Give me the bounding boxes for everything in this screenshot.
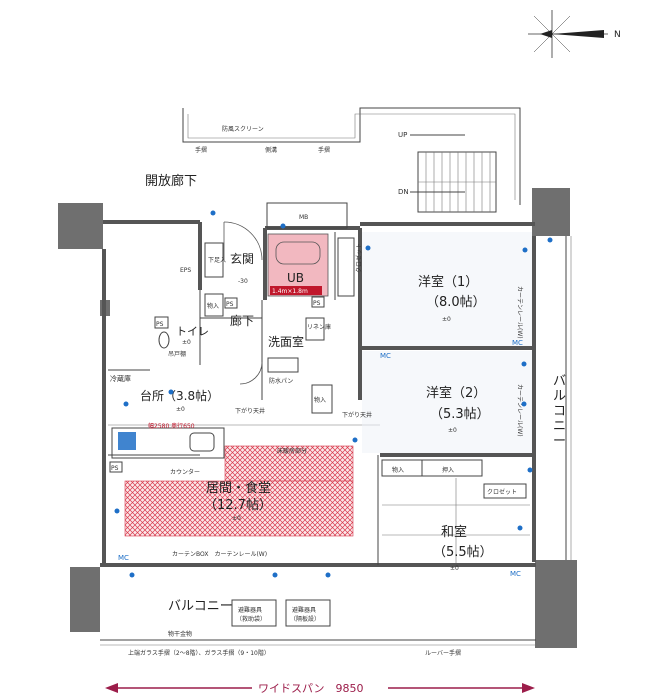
toilet-dim-label: ±0 xyxy=(182,339,191,346)
fridge-label: 冷蔵庫 xyxy=(110,374,131,383)
hallway-label: 廊下 xyxy=(230,313,254,328)
mc-label-4: MC xyxy=(510,570,521,578)
counter-label: カウンター xyxy=(170,468,200,476)
stair-down-label: DN xyxy=(398,188,409,196)
ps-4-label: PS xyxy=(111,465,119,472)
washitsu-size-label: （5.5帖） xyxy=(433,545,493,560)
compass-icon: N xyxy=(528,10,621,58)
curtain-box-label: カーテンBOX カーテンレール(W) xyxy=(172,551,267,558)
mc-label-1: MC xyxy=(118,554,129,562)
escape-device-1-sub: （救助袋） xyxy=(236,615,266,623)
ldk-dim-label: ±0 xyxy=(232,515,241,522)
kitchen-label: 台所（3.8帖） xyxy=(140,388,219,403)
louver-label: ルーバー手摺 xyxy=(425,649,461,657)
handrail-label-2: 手摺 xyxy=(318,146,330,154)
washitsu-dim-label: ±0 xyxy=(450,565,459,572)
escape-device-1-label: 避難器具 xyxy=(238,606,262,614)
floor-heat-label: 床暖房部分 xyxy=(277,447,307,455)
ps-2-label: PS xyxy=(226,301,234,308)
staircase: UP DN xyxy=(398,131,497,213)
storage-washroom-label: 物入 xyxy=(314,396,326,404)
walls xyxy=(58,188,577,648)
entrance-area: 下足入 玄関 -30 物入 xyxy=(204,221,263,317)
room-2-size-label: （5.3帖） xyxy=(430,407,490,422)
glass-rail-label: 上端ガラス手摺（2～8階）、ガラス手摺（9・10階） xyxy=(128,649,270,657)
balcony-right-area: バルコニー xyxy=(553,236,572,560)
ldk-label: 居間・食堂 xyxy=(206,480,271,496)
genkan-label: 玄関 xyxy=(230,251,254,266)
mb-label: MB xyxy=(299,214,308,221)
wash-pan-label: 防水パン xyxy=(269,377,293,385)
ldk-size-label: （12.7帖） xyxy=(204,498,272,513)
laundry-label: 物干金物 xyxy=(168,630,192,638)
oshiire-label: 押入 xyxy=(442,466,454,474)
room-1-area: 洋室（1） （8.0帖） ±0 MC カーテンレール(W) xyxy=(362,232,532,347)
closet-vertical-label: クロゼット xyxy=(355,243,363,273)
balcony-bottom-label: バルコニー xyxy=(168,599,233,614)
room-2-area: 洋室（2） （5.3帖） ±0 MC カーテンレール(W) 下がり天井 xyxy=(342,351,532,453)
closet-washitsu-label: クロゼット xyxy=(487,488,517,496)
sagari-label-1: 下がり天井 xyxy=(235,407,265,415)
curtain-rail-1-label: カーテンレール(W) xyxy=(516,286,523,339)
balcony-right-label: バルコニー xyxy=(553,374,566,449)
kitchen-info-label: 幅2580 奥行650 xyxy=(148,422,195,430)
escape-device-2-label: 避難器具 xyxy=(292,606,316,614)
escape-device-2-sub: （隔板設） xyxy=(290,615,320,623)
curtain-rail-2-label: カーテンレール(W) xyxy=(516,384,523,437)
washroom-area: 洗面室 リネン庫 防水パン 物入 PS xyxy=(239,296,333,414)
toilet-shelf-label: 吊戸棚 xyxy=(168,350,186,358)
ps-1-label: PS xyxy=(156,321,164,328)
kitchen-area: 冷蔵庫 台所（3.8帖） ±0 幅2580 奥行650 PS カウンター xyxy=(109,374,225,476)
ps-3-label: PS xyxy=(313,300,321,307)
storage-washitsu-label: 物入 xyxy=(392,466,404,474)
room-1-size-label: （8.0帖） xyxy=(426,295,486,310)
shoe-cabinet-label: 下足入 xyxy=(208,257,226,264)
linen-label: リネン庫 xyxy=(307,323,331,331)
genkan-step-label: -30 xyxy=(238,278,248,285)
room-2-label: 洋室（2） xyxy=(426,385,486,401)
compass-north-label: N xyxy=(614,30,621,40)
span-banner-label: ワイドスパン 9850 xyxy=(258,682,364,695)
corridor-label: 開放廊下 xyxy=(145,173,197,189)
mc-label-3: MC xyxy=(380,352,391,360)
kitchen-dim-label: ±0 xyxy=(176,406,185,413)
balcony-bottom-area: バルコニー 物干金物 上端ガラス手摺（2～8階）、ガラス手摺（9・10階） ルー… xyxy=(100,599,536,657)
mc-label-2: MC xyxy=(512,339,523,347)
toilet-area: PS トイレ ±0 吊戸棚 廊下 PS xyxy=(154,297,254,358)
ub-label: UB xyxy=(287,271,304,285)
bathroom-area: UB 1.4m×1.8m クロゼット xyxy=(267,233,363,297)
outlet-markers xyxy=(114,210,553,578)
stair-up-label: UP xyxy=(398,131,407,139)
screen-area: 防風スクリーン 手摺 側溝 手摺 xyxy=(182,107,521,205)
span-banner: ワイドスパン 9850 xyxy=(105,680,535,696)
washroom-label: 洗面室 xyxy=(268,334,304,349)
handrail-label: 手摺 xyxy=(195,146,207,154)
storage-1-label: 物入 xyxy=(207,302,219,310)
screen-label: 防風スクリーン xyxy=(222,125,264,133)
gutter-label: 側溝 xyxy=(265,146,277,154)
room-1-dim-label: ±0 xyxy=(442,316,451,323)
toilet-label: トイレ xyxy=(176,325,209,338)
room-1-label: 洋室（1） xyxy=(418,274,478,290)
room-2-dim-label: ±0 xyxy=(448,427,457,434)
washitsu-label: 和室 xyxy=(441,524,467,540)
sagari-label-2: 下がり天井 xyxy=(342,411,372,419)
ub-size-label: 1.4m×1.8m xyxy=(272,288,308,295)
eps-label: EPS xyxy=(180,267,191,274)
washitsu-area: 物入 押入 クロゼット 和室 （5.5帖） ±0 MC xyxy=(381,459,530,578)
ldk-area: 床暖房部分 居間・食堂 （12.7帖） ±0 カーテンBOX カーテンレール(W… xyxy=(118,407,354,562)
